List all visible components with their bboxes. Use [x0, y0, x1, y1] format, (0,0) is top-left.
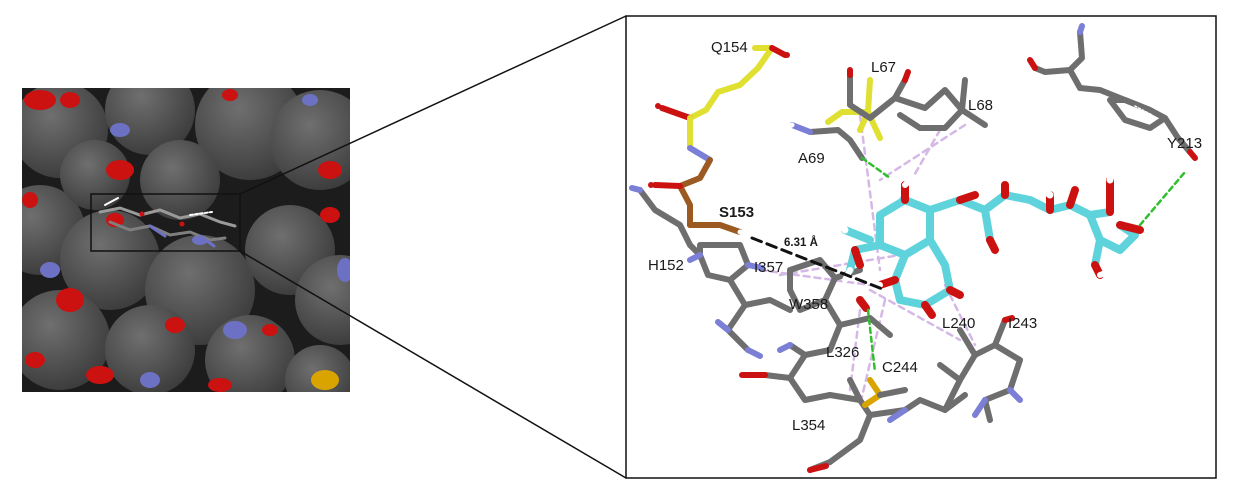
label-a69: A69 [798, 150, 825, 167]
label-q154: Q154 [711, 39, 748, 56]
pocket-ligand [98, 197, 237, 248]
protein-sticks [637, 29, 1193, 473]
hydrogen-bonds [860, 156, 1187, 374]
label-i357: I357 [754, 259, 783, 276]
protein-heteroatoms [629, 23, 1198, 473]
ligand-heteroatoms [834, 162, 1144, 319]
label-y213: Y213 [1167, 135, 1202, 152]
label-l68: L68 [968, 97, 993, 114]
protein-surface-panel [22, 88, 350, 392]
label-w358: W358 [789, 296, 828, 313]
label-s153: S153 [719, 204, 754, 221]
label-h152: H152 [648, 257, 684, 274]
zoom-line-bottom [239, 250, 627, 479]
label-l354: L354 [792, 417, 825, 434]
label-l326: L326 [826, 344, 859, 361]
interaction-panel [629, 23, 1198, 473]
label-distance: 6.31 Å [784, 236, 818, 249]
distance-line [750, 236, 887, 292]
label-i243: I243 [1008, 315, 1037, 332]
zoom-line-top [239, 15, 627, 195]
label-l240: L240 [942, 315, 975, 332]
residue-labels: Q154 L67 L68 A69 Y213 S153 6.31 Å H152 I… [648, 39, 1202, 434]
label-c244: C244 [882, 359, 918, 376]
label-l67: L67 [871, 59, 896, 76]
zoom-inset-box [90, 193, 241, 252]
